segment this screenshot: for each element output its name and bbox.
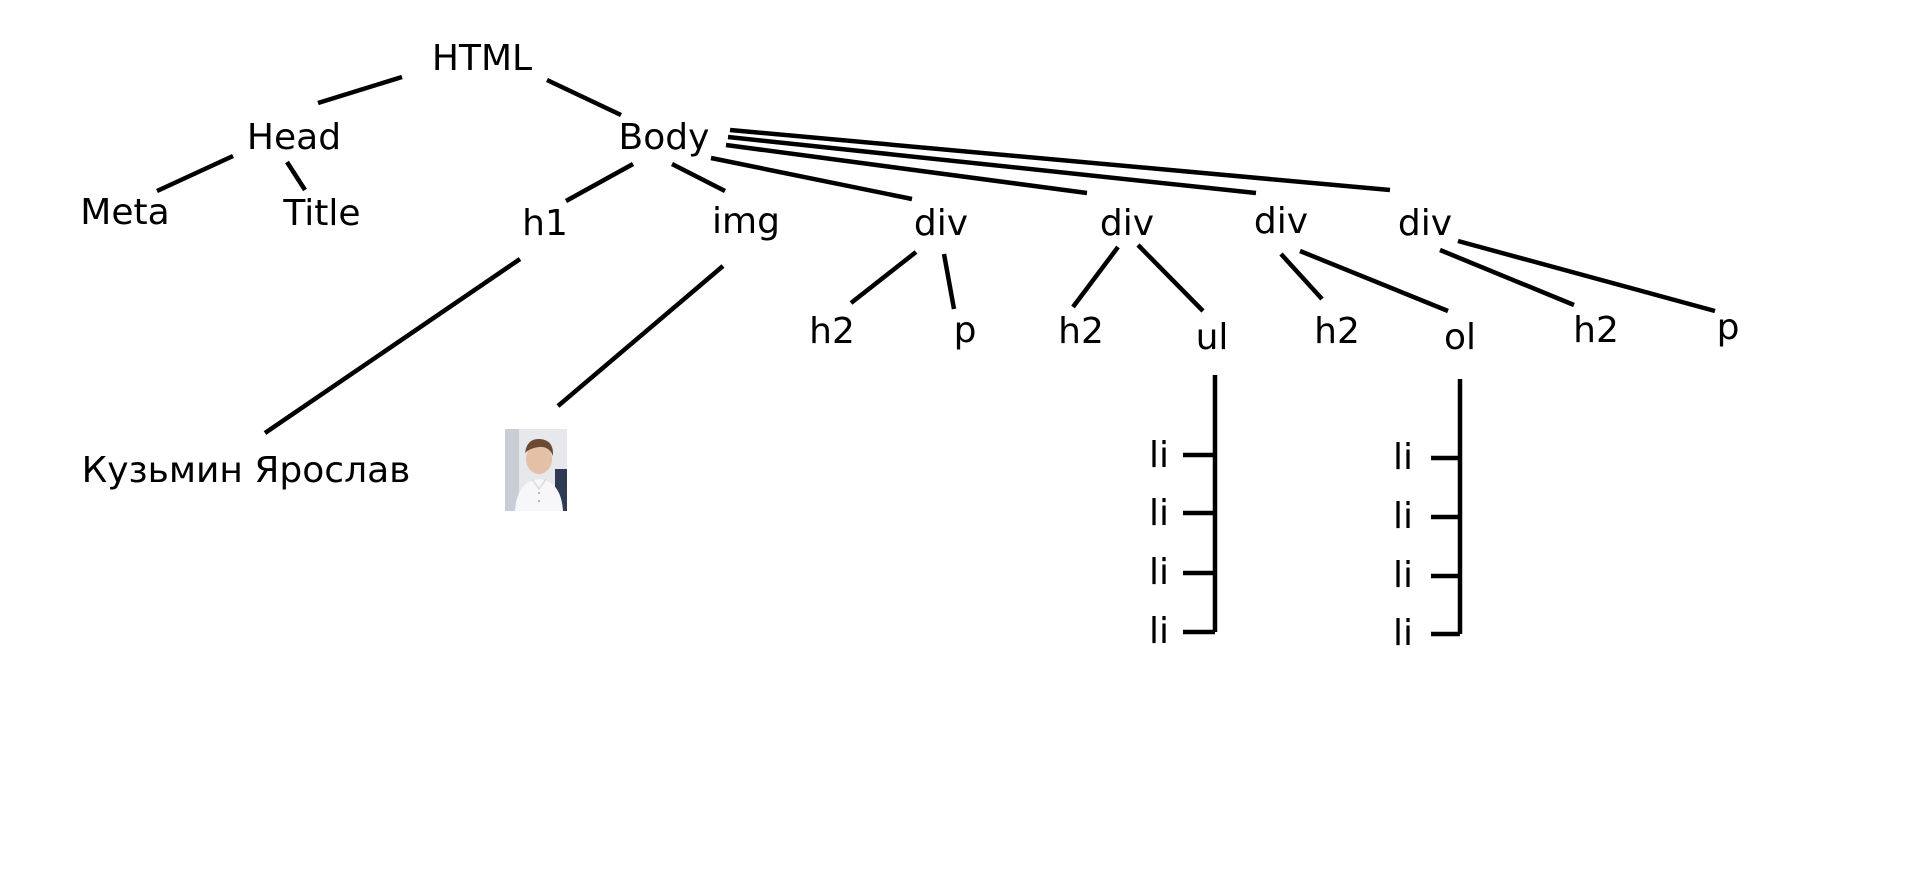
edge-body-div-2 xyxy=(725,142,1088,196)
ul-item-4: li xyxy=(1148,611,1170,652)
edge-body-div-4 xyxy=(729,127,1391,193)
div4-h2: h2 xyxy=(1573,310,1619,351)
node-div-3: div xyxy=(1253,201,1309,242)
edge-div1-h2 xyxy=(849,250,918,305)
edge-div4-h2 xyxy=(1439,247,1575,308)
ul-item-2: li xyxy=(1148,493,1170,534)
edge-body-div-3 xyxy=(727,134,1257,196)
div2-ul: ul xyxy=(1195,317,1229,358)
ul-item-3: li xyxy=(1148,552,1170,593)
edge-div1-p xyxy=(941,253,957,310)
edge-div2-h2 xyxy=(1071,245,1120,309)
edge-img-photo xyxy=(556,264,725,408)
div4-p: p xyxy=(1716,307,1740,348)
edge-html-head xyxy=(317,74,403,106)
node-h1: h1 xyxy=(522,203,568,244)
ol-item-4: li xyxy=(1392,613,1414,654)
edge-div3-h2 xyxy=(1279,252,1324,301)
div1-h2: h2 xyxy=(809,311,855,352)
div1-p: p xyxy=(953,310,977,351)
node-div-1: div xyxy=(913,203,969,244)
edge-div2-ul xyxy=(1136,243,1205,313)
node-meta: Meta xyxy=(80,192,170,233)
edge-html-body xyxy=(546,77,622,118)
div3-h2: h2 xyxy=(1314,311,1360,352)
node-html: HTML xyxy=(431,38,533,79)
h1-text: Кузьмин Ярослав xyxy=(81,450,411,491)
node-body: Body xyxy=(618,117,710,158)
edge-head-title xyxy=(285,160,307,192)
edge-body-img xyxy=(670,161,727,194)
edge-body-div-1 xyxy=(710,155,913,202)
edge-div4-p xyxy=(1457,238,1716,314)
edge-h1-text xyxy=(263,257,522,435)
portrait-photo xyxy=(505,429,567,511)
node-div-4: div xyxy=(1397,203,1453,244)
node-img: img xyxy=(712,201,780,242)
ol-item-3: li xyxy=(1392,555,1414,596)
node-div-2: div xyxy=(1099,203,1155,244)
edge-head-meta xyxy=(156,153,234,194)
node-head: Head xyxy=(246,117,342,158)
ol-item-1: li xyxy=(1392,437,1414,478)
ol-item-2: li xyxy=(1392,496,1414,537)
div3-ol: ol xyxy=(1443,317,1477,358)
node-title: Title xyxy=(283,193,361,234)
edge-body-h1 xyxy=(564,162,635,203)
edge-div3-ol xyxy=(1299,248,1449,314)
ul-item-1: li xyxy=(1148,435,1170,476)
div2-h2: h2 xyxy=(1058,311,1104,352)
